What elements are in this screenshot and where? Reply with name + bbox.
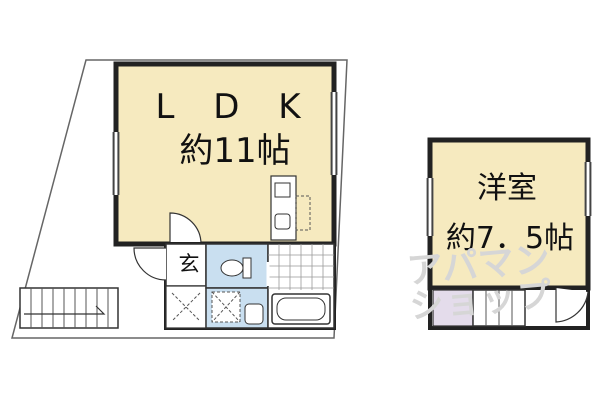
- ldk-door: [169, 212, 202, 245]
- stove-icon: [274, 182, 291, 198]
- bathroom-tile-grid: [268, 244, 334, 290]
- washbasin-icon: [244, 303, 264, 325]
- front-door: [133, 247, 167, 281]
- western-room-size-label: 約7．5帖: [445, 221, 575, 256]
- ldk-size-label: 約11帖: [179, 131, 291, 171]
- western-room-name-label: 洋室: [477, 171, 537, 206]
- entrance-step: [165, 285, 207, 329]
- western-door: [555, 288, 589, 323]
- entrance-area: [165, 243, 207, 287]
- fridge-space: [295, 195, 311, 231]
- stair-arrow-icon: [24, 305, 106, 315]
- stair-steps: [30, 288, 109, 328]
- ldk-name-label: L D K: [155, 87, 315, 127]
- toilet-icon: [220, 259, 244, 277]
- entrance-label: 玄: [178, 252, 200, 276]
- bathtub-icon: [271, 293, 331, 325]
- staircase: [19, 287, 119, 329]
- watermark-logo: アパマン ショップ: [392, 239, 567, 327]
- sink-icon: [274, 213, 291, 230]
